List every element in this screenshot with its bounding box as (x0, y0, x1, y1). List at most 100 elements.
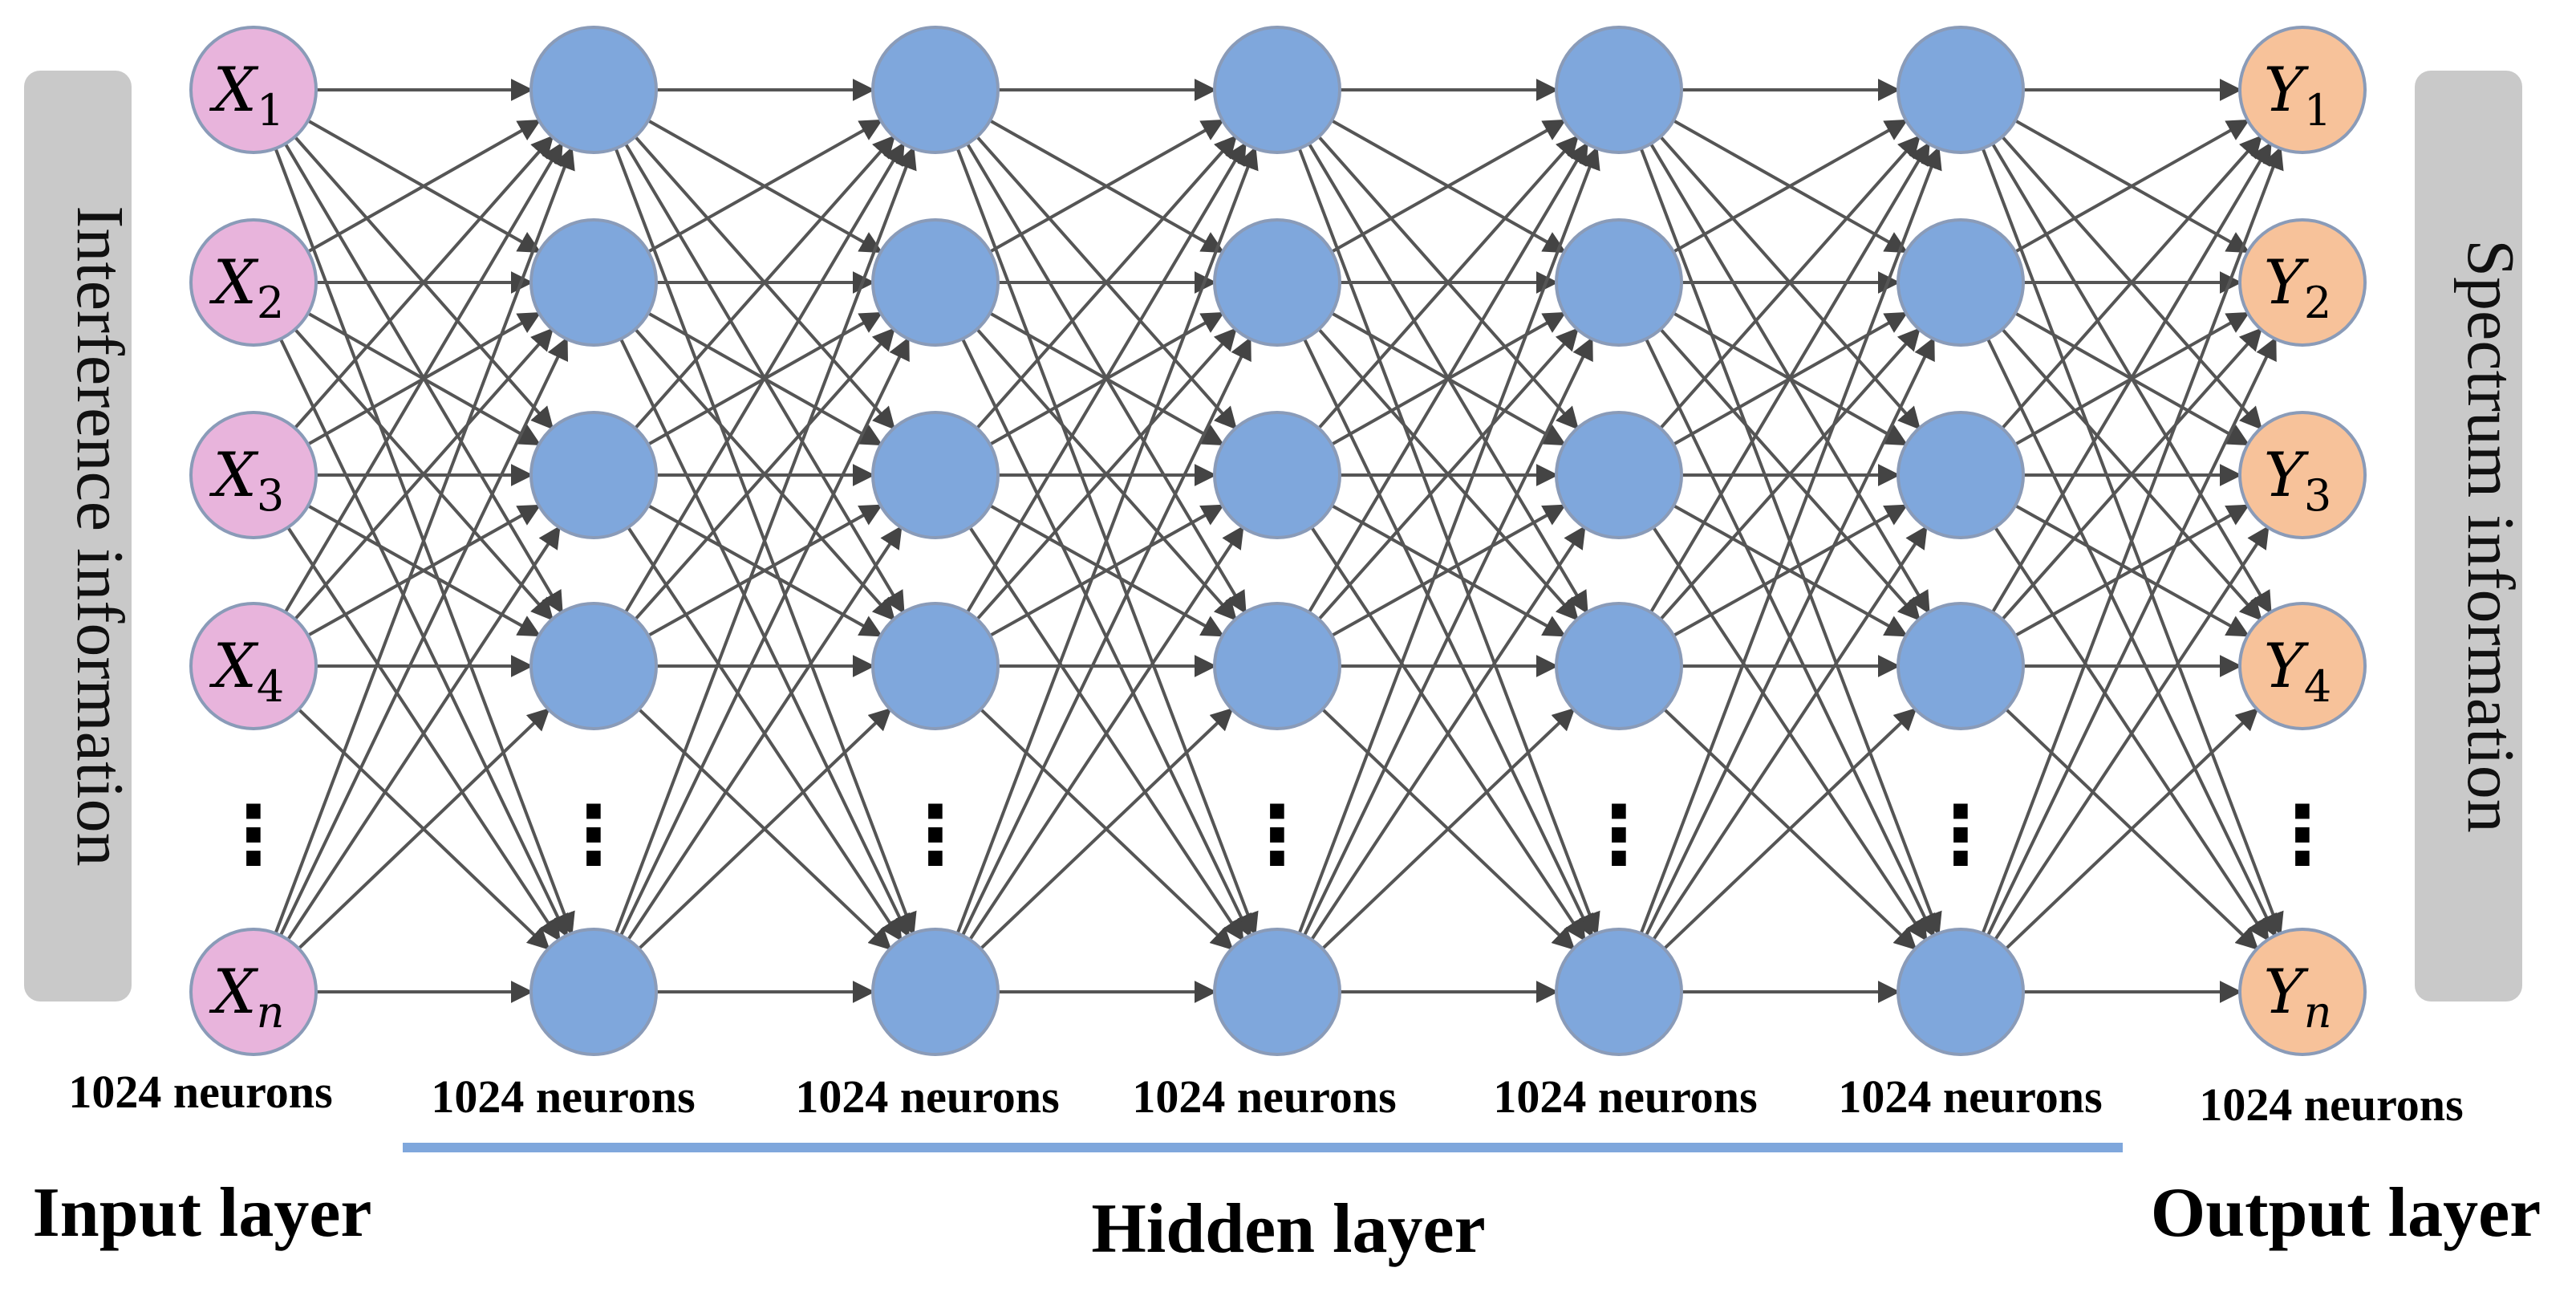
left-side-label: Interference information (63, 205, 137, 866)
output-node-label: Y1 (2264, 54, 2332, 136)
hidden-neuron (1555, 411, 1683, 539)
connection-line (306, 119, 542, 254)
neuron-count-hidden-3: 1024 neurons (1132, 1071, 1396, 1123)
ellipsis-mark: ⋮ (213, 788, 294, 882)
connection-line (1308, 141, 1588, 613)
input-node-label: X4 (209, 630, 284, 712)
connection-line (1317, 327, 1579, 621)
hidden-neuron (1897, 26, 2025, 154)
connection-line (647, 119, 883, 254)
connection-line (989, 504, 1225, 637)
hidden-neuron (529, 26, 658, 154)
output-neuron (2238, 218, 2367, 347)
connection-line (1331, 119, 1567, 254)
connection-line (968, 525, 1244, 941)
connection-line (1317, 135, 1580, 430)
hidden-neuron (871, 26, 1000, 154)
connection-line (294, 135, 554, 429)
hidden-neuron (1213, 26, 1341, 154)
connection-line (1310, 525, 1586, 941)
connection-line (2014, 504, 2250, 637)
hidden-neuron (1213, 218, 1341, 347)
connection-line (961, 336, 1251, 936)
hidden-neuron (1897, 928, 2025, 1056)
connection-line (1981, 146, 2284, 934)
connection-line (976, 135, 1238, 430)
connection-line (1986, 336, 2277, 936)
hidden-neuron (871, 411, 1000, 539)
output-node-label: Y2 (2264, 246, 2332, 328)
neuron-count-hidden-1: 1024 neurons (431, 1071, 695, 1123)
ellipsis-mark: ⋮ (2262, 788, 2343, 882)
ellipsis-mark: ⋮ (1579, 788, 1659, 882)
hidden-neuron (1555, 218, 1683, 347)
connection-line (286, 525, 561, 941)
connection-line (634, 327, 895, 621)
neuron-count-hidden-5: 1024 neurons (1838, 1071, 2102, 1123)
output-neuron (2238, 411, 2367, 539)
connection-line (1673, 504, 1909, 637)
connection-line (1663, 707, 1917, 950)
connection-line (1673, 119, 1909, 254)
hidden-neuron (529, 411, 658, 539)
hidden-neuron (1213, 928, 1341, 1056)
connection-line (614, 146, 917, 934)
input-neuron (189, 411, 318, 539)
input-node-label: X2 (209, 246, 284, 328)
hidden-neuron (1555, 602, 1683, 730)
connection-line (647, 504, 883, 637)
input-layer-title: Input layer (33, 1174, 372, 1252)
hidden-neuron (1555, 928, 1683, 1056)
ellipsis-mark: ⋮ (1921, 788, 2001, 882)
connection-line (976, 327, 1237, 621)
connection-line (307, 504, 542, 637)
ellipsis-marks: ⋮⋮⋮⋮⋮⋮⋮ (213, 788, 2343, 882)
neuron-count-input: 1024 neurons (68, 1066, 332, 1118)
ellipsis-mark: ⋮ (895, 788, 976, 882)
output-node-label: Y4 (2264, 630, 2332, 712)
connection-line (1321, 707, 1576, 950)
connection-line (2005, 707, 2259, 950)
connection-line (1331, 504, 1567, 637)
hidden-neuron (1555, 26, 1683, 154)
hidden-neuron (529, 602, 658, 730)
output-node-label: Y3 (2264, 439, 2332, 521)
hidden-neuron (529, 928, 658, 1056)
hidden-layer-title: Hidden layer (1091, 1190, 1485, 1268)
input-neuron (189, 602, 318, 730)
connection-line (2001, 135, 2263, 430)
hidden-neuron (1213, 411, 1341, 539)
connection-line (2014, 119, 2250, 254)
output-layer-title: Output layer (2151, 1174, 2541, 1252)
connection-line (1645, 336, 1935, 936)
connection-line (1659, 327, 1921, 621)
connection-line (294, 327, 554, 620)
hidden-neuron (1897, 411, 2025, 539)
right-side-box (2415, 71, 2522, 1002)
connection-line (980, 707, 1234, 950)
connection-lines (274, 79, 2284, 1003)
hidden-neuron (1213, 602, 1341, 730)
connection-line (1303, 336, 1593, 936)
input-node-label: X1 (209, 54, 284, 136)
connection-line (1659, 135, 1921, 430)
connection-line (297, 707, 550, 950)
connection-line (619, 336, 910, 936)
neuron-count-hidden-4: 1024 neurons (1493, 1071, 1757, 1123)
hidden-neuron (871, 218, 1000, 347)
connection-line (1639, 146, 1942, 934)
output-neuron (2238, 26, 2367, 154)
output-node-label: Yn (2264, 956, 2332, 1038)
neuron-count-output: 1024 neurons (2199, 1079, 2463, 1131)
connection-line (627, 525, 903, 941)
input-node-label: X3 (209, 439, 284, 521)
connection-line (1649, 141, 1930, 613)
hidden-neuron (871, 602, 1000, 730)
hidden-neuron (529, 218, 658, 347)
input-neuron (189, 928, 318, 1056)
connection-line (283, 141, 564, 613)
ellipsis-mark: ⋮ (554, 788, 634, 882)
connection-line (634, 135, 896, 430)
